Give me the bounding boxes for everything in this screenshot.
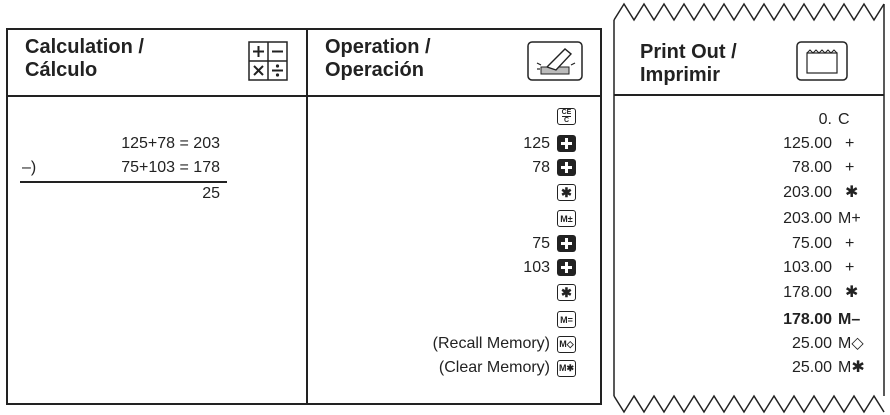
clear-memory-label: (Clear Memory) — [438, 359, 550, 376]
printout-value: 178.00 — [783, 284, 832, 301]
printout-value: 25.00 — [791, 335, 832, 352]
table-header-divider — [6, 95, 601, 97]
ce-key-bottom: C — [563, 117, 570, 124]
printout-symbol: ✱ — [845, 184, 859, 201]
printout-value: 103.00 — [783, 259, 832, 276]
column-divider-1 — [306, 28, 308, 405]
printout-value: 203.00 — [783, 210, 832, 227]
plus-key-icon — [557, 159, 576, 176]
clear-memory-key-icon: M✱ — [557, 360, 576, 377]
total-key-icon: ✱ — [557, 284, 576, 301]
recall-memory-key-icon: M◇ — [557, 336, 576, 353]
printout-header-line1: Print Out / — [640, 41, 737, 63]
printer-paper-icon — [796, 41, 848, 81]
printout-symbol: + — [845, 135, 855, 152]
calc-underline — [20, 181, 227, 183]
printout-value: 25.00 — [791, 359, 832, 376]
op-number-78: 78 — [532, 159, 550, 176]
op-number-103: 103 — [523, 259, 550, 276]
memory-equals-key-icon: M= — [557, 311, 576, 328]
printout-symbol: + — [845, 159, 855, 176]
memory-plus-minus-key-icon: M± — [557, 210, 576, 227]
printout-symbol: M◇ — [838, 335, 864, 352]
printout-symbol: C — [838, 111, 850, 128]
printout-value: 203.00 — [783, 184, 832, 201]
op-number-125: 125 — [523, 135, 550, 152]
printout-symbol: M✱ — [838, 359, 865, 376]
printout-value: 125.00 — [783, 135, 832, 152]
hand-pressing-key-icon — [527, 41, 583, 81]
printout-symbol: ✱ — [845, 284, 859, 301]
calculator-grid-icon — [248, 41, 288, 81]
op-number-75: 75 — [532, 235, 550, 252]
column-divider-2 — [600, 28, 602, 405]
plus-key-icon — [557, 135, 576, 152]
printout-symbol: + — [845, 235, 855, 252]
printout-symbol: M+ — [838, 210, 861, 227]
total-key-icon: ✱ — [557, 184, 576, 201]
plus-key-icon — [557, 235, 576, 252]
operation-header-line1: Operation / — [325, 36, 431, 58]
table-top-border — [6, 28, 601, 30]
plus-key-icon — [557, 259, 576, 276]
operation-header-line2: Operación — [325, 59, 424, 81]
calc-row-2: 75+103 = 178 — [121, 159, 220, 176]
printout-value: 75.00 — [791, 235, 832, 252]
printout-value: 178.00 — [783, 311, 832, 328]
calculation-header-line1: Calculation / — [25, 36, 144, 58]
table-left-border — [6, 28, 8, 405]
ce-c-key: CE C — [557, 108, 576, 125]
ce-key-top: CE — [561, 109, 572, 117]
printout-header-line2: Imprimir — [640, 64, 721, 86]
printout-value: 78.00 — [791, 159, 832, 176]
printout-symbol: + — [845, 259, 855, 276]
printout-symbol: M– — [838, 311, 861, 328]
calc-minus-sign: –) — [22, 159, 37, 176]
receipt-outline — [613, 2, 885, 414]
calc-result: 25 — [202, 185, 220, 202]
calculation-header-line2: Cálculo — [25, 59, 98, 81]
recall-memory-label: (Recall Memory) — [432, 335, 550, 352]
table-bottom-border — [6, 403, 601, 405]
calc-row-1: 125+78 = 203 — [121, 135, 220, 152]
printout-value: 0. — [818, 111, 832, 128]
